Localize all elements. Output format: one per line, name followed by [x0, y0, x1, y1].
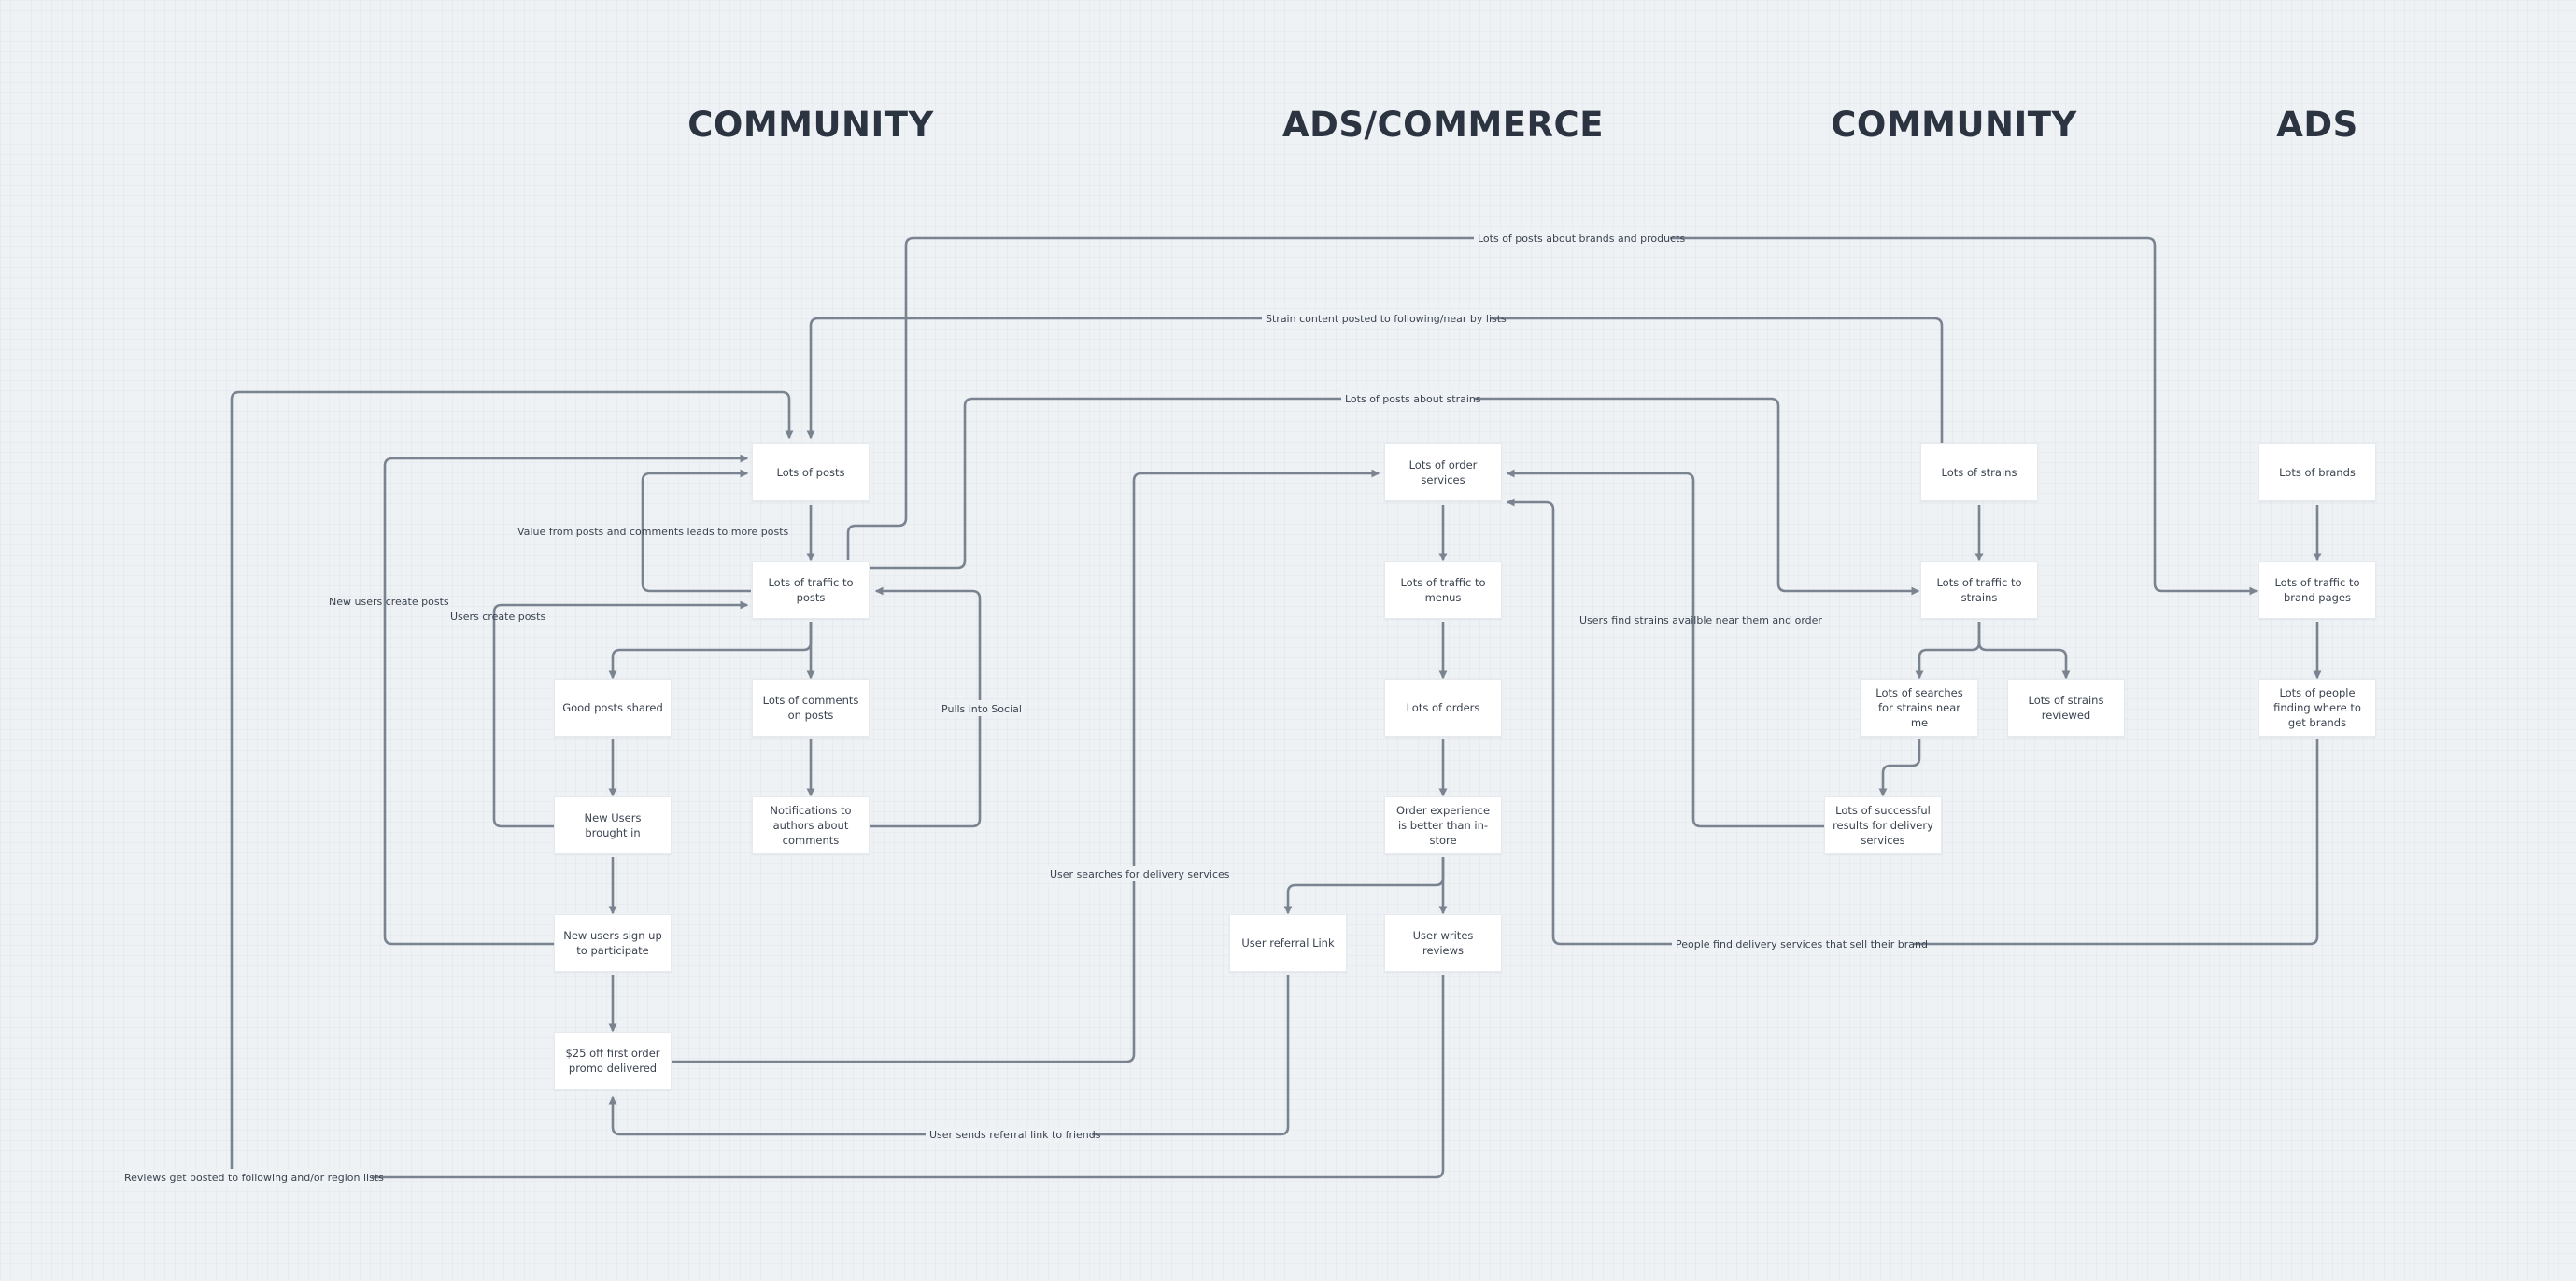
edge-users-find-strains	[1506, 469, 1824, 828]
node-notifications: Notifications to authors about comments	[752, 796, 870, 854]
node-lots-of-brands: Lots of brands	[2258, 443, 2376, 501]
node-comments-on-posts: Lots of comments on posts	[752, 679, 870, 737]
edge-experience-to-referral	[1283, 857, 1445, 915]
edge-people-find-delivery	[1506, 498, 2319, 946]
node-people-finding: Lots of people finding where to get bran…	[2258, 679, 2376, 737]
node-new-users-sign-up: New users sign up to participate	[554, 914, 672, 972]
edge-searches-to-results	[1878, 739, 1921, 797]
edge-value-from-posts	[641, 469, 751, 593]
node-promo-delivered: $25 off first order promo delivered	[554, 1032, 672, 1090]
node-user-referral-link: User referral Link	[1229, 914, 1347, 972]
heading-ads-commerce: ADS/COMMERCE	[1282, 105, 1604, 145]
edge-referral-link-to-friends	[608, 975, 1290, 1136]
label-new-users-create-posts: New users create posts	[329, 596, 449, 608]
node-traffic-to-posts: Lots of traffic to posts	[752, 561, 870, 619]
label-posts-about-brands: Lots of posts about brands and products	[1478, 232, 1685, 245]
label-user-searches-delivery: User searches for delivery services	[1050, 868, 1230, 880]
edge-users-create-posts	[492, 600, 749, 828]
node-lots-of-orders: Lots of orders	[1384, 679, 1502, 737]
edge-user-searches-delivery	[672, 469, 1380, 1063]
label-people-find-delivery: People find delivery services that sell …	[1676, 938, 1928, 950]
node-strains-reviewed: Lots of strains reviewed	[2007, 679, 2125, 737]
label-value-from-posts: Value from posts and comments leads to m…	[517, 526, 789, 538]
node-successful-results: Lots of successful results for delivery …	[1824, 796, 1942, 854]
node-traffic-to-menus: Lots of traffic to menus	[1384, 561, 1502, 619]
edge-labels: Lots of posts about brands and products …	[120, 230, 1928, 1185]
heading-community-1: COMMUNITY	[687, 105, 934, 145]
node-lots-of-strains: Lots of strains	[1920, 443, 2038, 501]
heading-community-2: COMMUNITY	[1831, 105, 2077, 145]
label-pulls-into-social: Pulls into Social	[941, 703, 1022, 715]
edge-reviews-posted	[230, 390, 1445, 1179]
node-new-users-brought-in: New Users brought in	[554, 796, 672, 854]
node-lots-of-posts: Lots of posts	[752, 443, 870, 501]
node-order-services: Lots of order services	[1384, 443, 1502, 501]
label-reviews-posted: Reviews get posted to following and/or r…	[124, 1172, 384, 1184]
node-good-posts-shared: Good posts shared	[554, 679, 672, 737]
label-referral-link-to-friends: User sends referral link to friends	[929, 1129, 1101, 1141]
node-order-experience: Order experience is better than in-store	[1384, 796, 1502, 854]
label-strain-content: Strain content posted to following/near …	[1266, 313, 1507, 325]
label-users-find-strains: Users find strains availble near them an…	[1579, 614, 1822, 626]
node-traffic-to-strains: Lots of traffic to strains	[1920, 561, 2038, 619]
edge-posts-about-brands	[846, 236, 2258, 596]
heading-ads: ADS	[2276, 105, 2358, 145]
edge-strain-content	[806, 317, 1944, 443]
edge-new-users-create-posts	[383, 454, 749, 946]
edge-traffic-to-strains-reviewed	[1977, 622, 2071, 680]
edge-traffic-to-searches	[1915, 622, 1981, 680]
label-users-create-posts: Users create posts	[450, 611, 545, 623]
edge-traffic-to-good-posts	[608, 622, 813, 680]
node-searches-for-strains: Lots of searches for strains near me	[1861, 679, 1978, 737]
label-posts-about-strains: Lots of posts about strains	[1345, 393, 1481, 405]
node-user-writes-reviews: User writes reviews	[1384, 914, 1502, 972]
node-traffic-to-brand-pages: Lots of traffic to brand pages	[2258, 561, 2376, 619]
